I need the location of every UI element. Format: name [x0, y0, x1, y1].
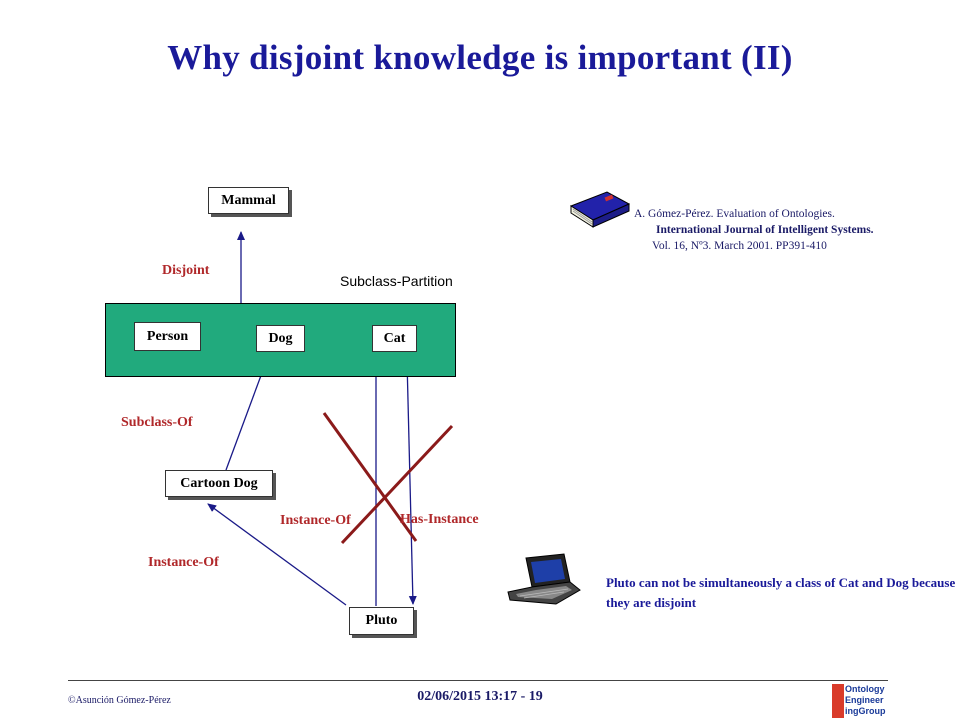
logo-line-1: Ontology [845, 684, 885, 694]
footer-author: ©Asunción Gómez-Pérez [68, 695, 171, 706]
footer-date-page: 02/06/2015 13:17 - 19 [417, 689, 543, 704]
node-dog: Dog [256, 325, 305, 352]
book-icon [569, 191, 631, 228]
label-disjoint: Disjoint [162, 263, 210, 278]
reference-line-2: International Journal of Intelligent Sys… [656, 224, 874, 236]
logo-mark [832, 684, 844, 718]
arrow-pluto-to-cartoondog [207, 503, 347, 606]
label-instance-of-left: Instance-Of [148, 555, 219, 570]
logo-line-3: ingGroup [845, 706, 886, 716]
label-subclass-of: Subclass-Of [121, 415, 193, 430]
label-has-instance: Has-Instance [400, 512, 479, 527]
node-pluto: Pluto [349, 607, 414, 635]
node-cat: Cat [372, 325, 417, 352]
cross-line-1 [322, 412, 418, 542]
label-instance-of-mid: Instance-Of [280, 513, 351, 528]
footer-divider [68, 680, 888, 681]
node-person: Person [134, 322, 201, 351]
slide-title: Why disjoint knowledge is important (II) [167, 38, 793, 77]
arrow-cat-to-pluto [406, 359, 417, 605]
logo-text: Ontology Engineer ingGroup [845, 684, 886, 717]
label-subclass-partition: Subclass-Partition [340, 273, 453, 289]
explanation-note: Pluto can not be simultaneously a class … [606, 575, 956, 610]
reference-line-3: Vol. 16, Nº3. March 2001. PP391-410 [652, 240, 827, 252]
laptop-icon [507, 553, 581, 605]
node-cartoon-dog: Cartoon Dog [165, 470, 273, 497]
arrow-cartoondog-to-dog [225, 361, 267, 471]
oeg-logo: Ontology Engineer ingGroup [832, 684, 886, 718]
reference-citation: A. Gómez-Pérez. Evaluation of Ontologies… [634, 206, 874, 254]
reference-line-1: A. Gómez-Pérez. Evaluation of Ontologies… [634, 208, 835, 220]
node-mammal: Mammal [208, 187, 289, 214]
logo-line-2: Engineer [845, 695, 884, 705]
cross-line-2 [340, 424, 454, 545]
